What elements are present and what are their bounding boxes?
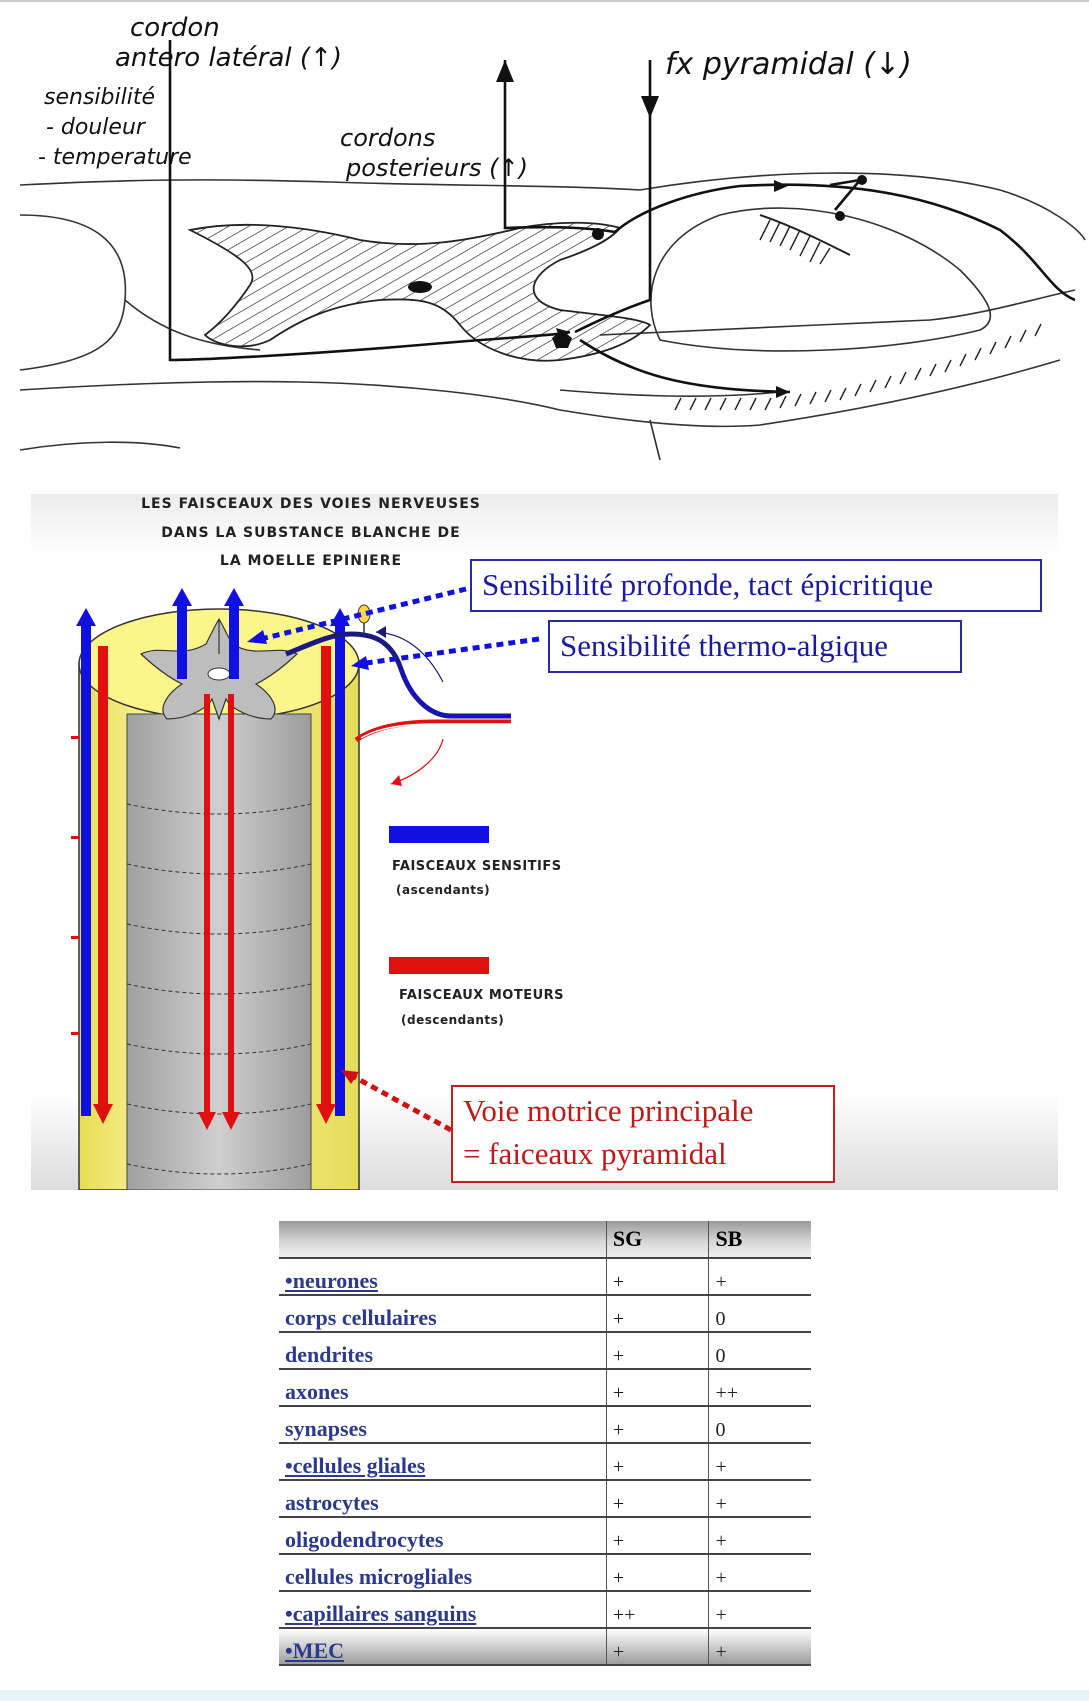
spinal-cord-sketch: cordon antero latéral (↑) sensibilité - … [0,0,1089,461]
row-label: axones [279,1369,607,1407]
row-label: •neurones [279,1258,607,1296]
ganglion-dot-2 [835,211,845,221]
label-cordon-line1: cordon [130,13,220,43]
gray-matter-column [126,713,312,1190]
sketch-arrowheads [496,60,790,398]
cell-sg: + [606,1295,710,1333]
motor-tracts [71,646,336,1130]
label-cordons: cordons [340,124,435,152]
cell-sb: + [708,1258,811,1296]
cell-sg: + [606,1554,710,1592]
cell-sb: 0 [708,1406,811,1444]
table-row: •MEC++ [279,1628,811,1666]
row-label: corps cellulaires [279,1295,607,1333]
callout-sensibilite-thermo: Sensibilité thermo-algique [548,620,962,673]
slide-title-line2: DANS LA SUBSTANCE BLANCHE DE [161,525,461,541]
slide-title-line1: LES FAISCEAUX DES VOIES NERVEUSES [141,496,481,512]
table-row: cellules microgliales++ [279,1554,811,1592]
row-label: •capillaires sanguins [279,1591,607,1629]
table-row: •neurones++ [279,1258,811,1296]
bottom-bar [0,1690,1089,1701]
legend-sensitifs-sub: (ascendants) [396,883,491,897]
row-label: •MEC [279,1628,607,1666]
table-row: corps cellulaires+0 [279,1295,811,1333]
sketch-pathways [168,40,1076,394]
cell-sb: + [708,1480,811,1518]
central-canal-slide [207,667,231,681]
central-canal [408,281,432,293]
cell-sb: + [708,1554,811,1592]
table-row: •cellules gliales++ [279,1443,811,1481]
ganglion-dot-1 [857,175,867,185]
cell-sg: + [606,1369,710,1407]
cell-sb: + [708,1591,811,1629]
spinal-tracts-slide: LES FAISCEAUX DES VOIES NERVEUSES DANS L… [31,494,1058,1190]
cell-sb: 0 [708,1295,811,1333]
cell-sg: + [606,1406,710,1444]
sketch-contours [19,172,1086,461]
table-row: astrocytes++ [279,1480,811,1518]
table-row: axones+++ [279,1369,811,1407]
cell-sg: + [606,1517,710,1555]
table-row: synapses+0 [279,1406,811,1444]
row-label: astrocytes [279,1480,607,1518]
cell-sb: + [708,1517,811,1555]
cell-sg: + [606,1480,710,1518]
spinal-cord-cylinder [71,586,540,1190]
cell-sb: + [708,1443,811,1481]
sensory-tracts [76,588,350,1116]
table-header-sg: SG [606,1221,710,1259]
legend-sensitifs-label: FAISCEAUX SENSITIFS [392,859,562,874]
table-row: dendrites+0 [279,1332,811,1370]
legend-moteurs-sub: (descendants) [401,1013,505,1027]
table-header-row: SG SB [279,1221,811,1259]
label-douleur: - douleur [46,115,147,140]
segment-lines [126,803,312,1175]
row-label: •cellules gliales [279,1443,607,1481]
row-label: cellules microgliales [279,1554,607,1592]
row-label: oligodendrocytes [279,1517,607,1555]
callout-voie-motrice-line1: Voie motrice principale [463,1093,754,1128]
ventral-root [354,719,511,743]
row-label: synapses [279,1406,607,1444]
table-header-sb: SB [708,1221,811,1259]
slide-title-line3: LA MOELLE EPINIERE [219,553,403,569]
label-fx-pyramidal: fx pyramidal (↓) [665,47,912,82]
callout-voie-motrice: Voie motrice principale = faiceaux pyram… [451,1085,835,1183]
label-posterieurs: posterieurs (↑) [345,154,528,182]
table-row: oligodendrocytes++ [279,1517,811,1555]
cell-sb: ++ [708,1369,811,1407]
legend-motor-swatch [389,957,489,974]
table-header-cell [279,1221,607,1259]
legend-moteurs-label: FAISCEAUX MOTEURS [399,988,565,1003]
callout-arrows [256,586,540,1133]
label-temperature: - temperature [38,145,192,170]
callout-sensibilite-profonde: Sensibilité profonde, tact épicritique [470,559,1042,612]
cell-sb: + [708,1628,811,1666]
cell-sg: + [606,1332,710,1370]
cell-sg: + [606,1443,710,1481]
cell-sg: + [606,1628,710,1666]
cell-sg: + [606,1258,710,1296]
legend-sensory-swatch [389,826,489,843]
hatch-marks [674,219,1042,411]
cell-sb: 0 [708,1332,811,1370]
row-label: dendrites [279,1332,607,1370]
curved-arrow-blue [375,631,444,683]
table-row: •capillaires sanguins+++ [279,1591,811,1629]
callout-voie-motrice-line2: = faiceaux pyramidal [463,1136,727,1171]
cell-sg: ++ [606,1591,710,1629]
label-sensibilite: sensibilité [44,85,155,110]
label-cordon-line2: antero latéral (↑) [115,43,342,73]
